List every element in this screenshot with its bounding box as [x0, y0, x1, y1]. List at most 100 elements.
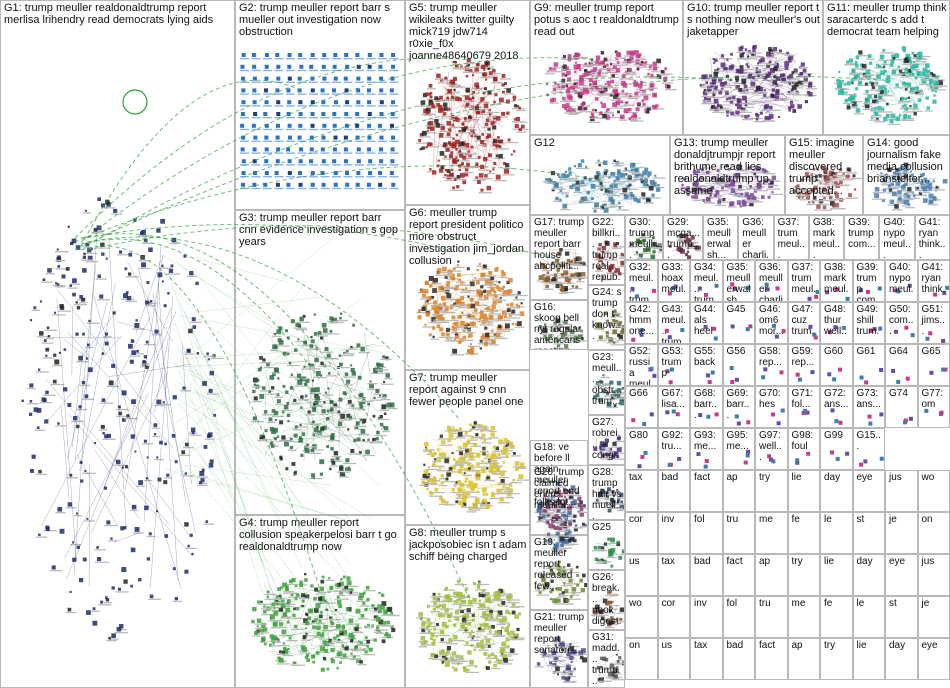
cluster-panel-g80: G80	[625, 428, 658, 470]
graph-node	[613, 668, 618, 673]
graph-node	[846, 60, 850, 64]
graph-node	[832, 377, 837, 382]
graph-node	[464, 587, 469, 591]
graph-node	[622, 253, 624, 256]
graph-node	[482, 498, 487, 504]
graph-node	[256, 379, 260, 382]
cluster-panel-g74: G74	[885, 386, 918, 428]
graph-node	[644, 61, 648, 64]
graph-node	[602, 160, 608, 165]
graph-node	[276, 100, 281, 105]
cluster-nodes-g68	[698, 412, 719, 419]
graph-node	[926, 69, 931, 75]
graph-node	[582, 196, 588, 201]
cluster-panel-g58: G58: rep...	[755, 344, 788, 386]
cluster-panel-g73: G73: ans...	[852, 386, 885, 428]
graph-node	[663, 76, 668, 82]
graph-node	[485, 598, 489, 603]
graph-node	[556, 509, 560, 513]
cluster-nodes-g69	[734, 414, 750, 426]
graph-node	[436, 623, 440, 627]
graph-node	[438, 467, 441, 470]
graph-node	[297, 88, 302, 93]
graph-node	[256, 618, 262, 624]
graph-node	[580, 588, 585, 593]
graph-node	[332, 147, 337, 152]
graph-node	[72, 541, 75, 544]
graph-node	[330, 447, 334, 451]
graph-node	[576, 272, 582, 278]
graph-node	[276, 112, 281, 116]
graph-node	[143, 439, 147, 443]
graph-node	[553, 62, 559, 67]
graph-node	[39, 300, 42, 303]
graph-node	[304, 620, 310, 626]
graph-node	[593, 546, 598, 550]
graph-node	[498, 281, 501, 284]
graph-node	[322, 76, 327, 81]
graph-node	[304, 394, 308, 398]
graph-node	[886, 102, 889, 106]
graph-node	[859, 375, 864, 380]
graph-node	[714, 86, 718, 90]
graph-node	[293, 433, 298, 438]
graph-node	[556, 268, 560, 272]
graph-node	[548, 523, 554, 529]
graph-node	[560, 543, 564, 548]
graph-node	[470, 435, 474, 439]
graph-node	[459, 153, 464, 158]
graph-node	[367, 123, 372, 128]
graph-node	[280, 603, 286, 609]
graph-node	[595, 381, 600, 385]
graph-node	[601, 276, 605, 279]
cluster-panel-strip-5: G40: nypo meul...	[879, 215, 915, 260]
graph-node	[464, 168, 469, 172]
graph-node	[281, 598, 285, 603]
graph-node	[929, 78, 934, 84]
graph-node	[340, 578, 343, 581]
cluster-nodes-g98	[794, 451, 810, 465]
graph-node	[593, 209, 597, 213]
graph-node	[391, 100, 396, 105]
graph-node	[518, 106, 521, 110]
cluster-panel-misc-5-6: day	[820, 470, 853, 512]
graph-node	[297, 76, 302, 81]
graph-node	[919, 192, 923, 196]
graph-node	[118, 411, 122, 416]
graph-node	[501, 600, 506, 605]
graph-node	[67, 225, 70, 228]
graph-node	[890, 182, 894, 186]
cluster-panel-g35: G35: meullerwalsh...	[722, 260, 755, 302]
graph-node	[441, 266, 447, 272]
graph-node	[598, 397, 603, 403]
graph-node	[383, 609, 388, 615]
graph-node	[305, 632, 308, 635]
graph-node	[714, 74, 718, 78]
graph-node	[478, 318, 482, 321]
cluster-label-g67: G67: lisa...	[661, 388, 686, 410]
graph-node	[628, 117, 632, 120]
cluster-panel-g65: G65	[917, 344, 950, 386]
cluster-panel-g56: G56	[722, 344, 755, 386]
graph-node	[435, 123, 441, 128]
graph-node	[736, 421, 741, 426]
graph-node	[378, 171, 383, 175]
cluster-panel-g14: G14: good journalism fake media collusio…	[863, 135, 950, 215]
graph-node	[891, 54, 896, 59]
graph-node	[349, 591, 353, 594]
graph-node	[269, 634, 274, 639]
graph-node	[264, 100, 269, 105]
cluster-label-misc: eye	[921, 640, 938, 651]
graph-node	[515, 467, 519, 471]
graph-node	[775, 65, 778, 68]
graph-node	[320, 579, 325, 584]
graph-node	[56, 257, 62, 262]
graph-node	[278, 622, 284, 627]
graph-node	[345, 458, 350, 463]
graph-node	[568, 496, 573, 501]
graph-node	[493, 332, 497, 336]
graph-node	[615, 653, 618, 656]
graph-node	[564, 170, 568, 173]
graph-node	[739, 53, 744, 58]
graph-node	[619, 493, 624, 498]
